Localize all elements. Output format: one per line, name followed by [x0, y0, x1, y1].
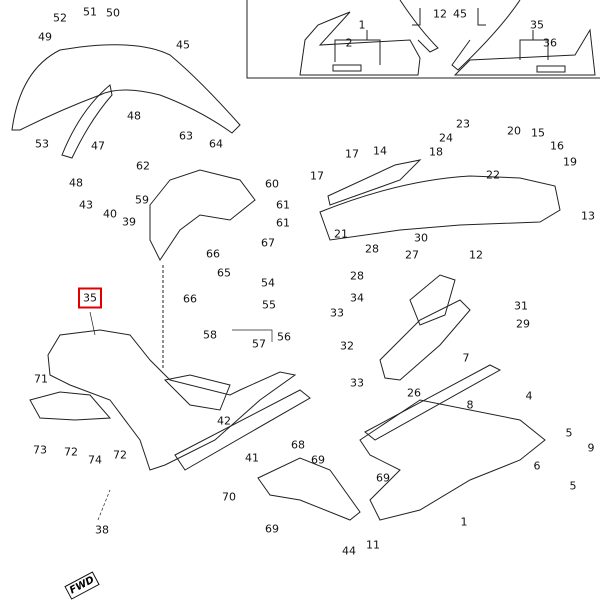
part-callout: 56 [277, 330, 291, 344]
part-callout: 33 [350, 376, 364, 390]
part-callout: 6 [533, 459, 541, 473]
part-callout: 32 [340, 339, 354, 353]
part-callout: 8 [466, 398, 474, 412]
part-callout: 66 [206, 247, 220, 261]
part-callout: 2 [345, 36, 353, 50]
part-callout: 17 [345, 147, 359, 161]
part-callout: 40 [103, 207, 117, 221]
part-callout: 34 [350, 291, 364, 305]
part-callout: 28 [365, 242, 379, 256]
part-callout: 38 [95, 523, 109, 537]
part-callout: 69 [311, 453, 325, 467]
part-callout: 39 [122, 215, 136, 229]
part-callout: 26 [407, 386, 421, 400]
part-callout: 45 [176, 38, 190, 52]
part-callout: 13 [581, 209, 595, 223]
part-callout: 72 [113, 448, 127, 462]
part-callout: 28 [350, 269, 364, 283]
part-callout: 23 [456, 117, 470, 131]
lower-cowl-left [29, 329, 311, 471]
part-callout: 15 [531, 126, 545, 140]
part-callout: 49 [38, 30, 52, 44]
part-callout: 64 [209, 137, 223, 151]
part-callout: 31 [514, 299, 528, 313]
part-callout: 68 [291, 438, 305, 452]
side-cowl-right [319, 159, 561, 241]
part-callout: 17 [310, 169, 324, 183]
part-callout: 30 [414, 231, 428, 245]
part-callout: 69 [265, 522, 279, 536]
part-callout: 61 [276, 198, 290, 212]
lower-cowl-right [359, 274, 546, 521]
part-callout: 33 [330, 306, 344, 320]
part-callout: 72 [64, 445, 78, 459]
part-callout: 1 [358, 18, 366, 32]
part-callout: 22 [486, 168, 500, 182]
part-callout: 5 [565, 426, 573, 440]
part-callout: 1 [460, 515, 468, 529]
part-callout: 58 [203, 328, 217, 342]
part-callout: 12 [469, 248, 483, 262]
part-callout: 60 [265, 177, 279, 191]
part-callout: 18 [429, 145, 443, 159]
part-callout: 69 [376, 471, 390, 485]
part-callout: 57 [252, 337, 266, 351]
part-callout: 36 [543, 36, 557, 50]
part-callout: 50 [106, 6, 120, 20]
part-callout: 55 [262, 298, 276, 312]
part-callout: 48 [69, 176, 83, 190]
part-callout: 71 [34, 372, 48, 386]
part-callout: 62 [136, 159, 150, 173]
part-callout: 24 [439, 131, 453, 145]
part-callout: 20 [507, 124, 521, 138]
part-callout: 47 [91, 139, 105, 153]
inset-box [246, 0, 600, 79]
part-callout: 44 [342, 544, 356, 558]
part-callout: 21 [334, 227, 348, 241]
part-callout: 29 [516, 317, 530, 331]
part-callout: 61 [276, 216, 290, 230]
part-callout: 65 [217, 266, 231, 280]
part-callout: 41 [245, 451, 259, 465]
part-callout: 74 [88, 453, 102, 467]
part-callout: 16 [550, 139, 564, 153]
part-callout: 11 [366, 538, 380, 552]
part-callout: 48 [127, 109, 141, 123]
part-callout: 63 [179, 129, 193, 143]
part-callout: 52 [53, 11, 67, 25]
part-callout: 35 [530, 18, 544, 32]
part-callout: 19 [563, 155, 577, 169]
part-callout: 66 [183, 292, 197, 306]
part-callout: 4 [525, 389, 533, 403]
upper-cowl [11, 44, 241, 159]
part-callout: 59 [135, 193, 149, 207]
part-callout: 54 [261, 276, 275, 290]
part-callout: 9 [587, 441, 595, 455]
part-callout: 53 [35, 137, 49, 151]
part-callout: 42 [217, 414, 231, 428]
part-callout: 43 [79, 198, 93, 212]
part-callout: 73 [33, 443, 47, 457]
part-callout: 5 [569, 479, 577, 493]
side-panel-inner [149, 169, 256, 370]
part-callout: 7 [462, 351, 470, 365]
part-callout: 14 [373, 144, 387, 158]
part-callout: 70 [222, 490, 236, 504]
highlighted-part-callout[interactable]: 35 [78, 287, 102, 309]
bottom-plate [257, 457, 361, 521]
leader-lines [89, 311, 273, 521]
part-callout: 67 [261, 236, 275, 250]
part-callout: 45 [453, 7, 467, 21]
part-callout: 27 [405, 248, 419, 262]
part-callout: 51 [83, 5, 97, 19]
part-callout: 12 [433, 7, 447, 21]
